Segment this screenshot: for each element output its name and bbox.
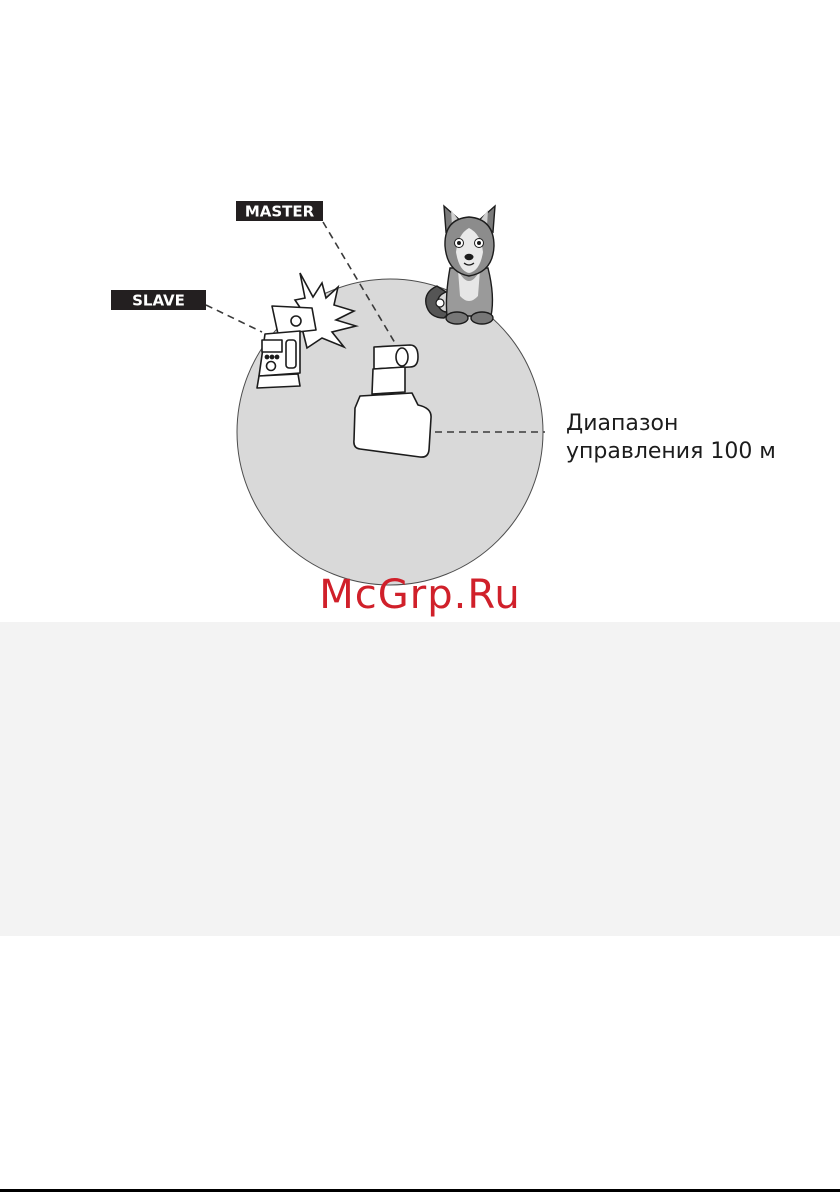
master-tag: MASTER [236,201,323,221]
dog-icon [426,206,495,324]
watermark-text: McGrp.Ru [0,572,840,618]
lower-grey-panel [0,622,840,936]
control-range-label-line1: Диапазон [566,410,776,438]
slave-tag: SLAVE [111,290,206,310]
slave-leader-line [206,305,262,332]
slave-tag-text: SLAVE [132,292,185,310]
master-tag-text: MASTER [245,203,315,221]
wireless-flash-diagram: MASTER SLAVE [0,0,840,620]
control-range-label-line2: управления 100 м [566,438,776,466]
control-range-label: Диапазон управления 100 м [566,410,776,466]
